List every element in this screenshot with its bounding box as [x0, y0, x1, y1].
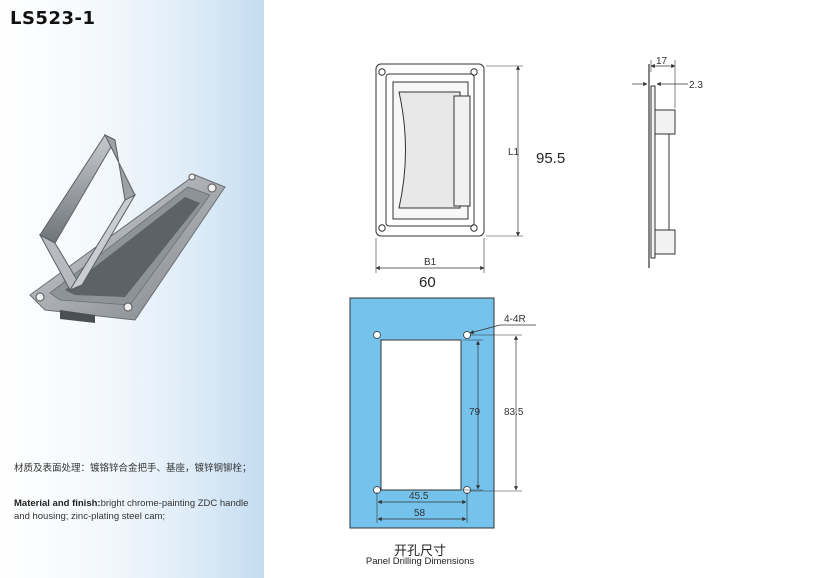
panel-caption-cn: 开孔尺寸 — [393, 543, 446, 558]
front-handle-bar — [453, 95, 471, 207]
front-hole-tl — [378, 68, 386, 76]
front-outer-frame — [375, 63, 485, 237]
front-handle-shape — [398, 91, 461, 209]
hole-note: 4-4R — [504, 314, 526, 325]
material-description-en: Material and finish:bright chrome-painti… — [14, 497, 259, 523]
cutout-opening — [380, 339, 462, 491]
dim-value-outer-width: 58 — [414, 508, 426, 519]
dim-label-l1: L1 — [508, 147, 520, 158]
cutout-hole-tl — [373, 331, 381, 339]
material-description-cn: 材质及表面处理：镀铬锌合金把手、基座，镀锌钢铆栓； — [14, 463, 252, 474]
panel-cutout: 4-4R 79 83.5 45.5 58 — [349, 297, 536, 529]
dim-value-outer-height: 83.5 — [504, 407, 524, 418]
dim-value-inner-height: 79 — [469, 407, 481, 418]
dim-value-l1: 95.5 — [536, 150, 565, 167]
front-inner-frame — [385, 73, 475, 227]
dim-value-depth: 17 — [656, 56, 668, 67]
material-text: bright chrome-painting ZDC handle and ho… — [14, 498, 249, 522]
panel-caption-en: Panel Drilling Dimensions — [365, 556, 475, 567]
front-hole-br — [470, 224, 478, 232]
left-info-panel: LS523-1 材质及表面处理：镀铬锌合金把手、基座， — [0, 0, 264, 578]
side-body — [654, 133, 670, 231]
handle-product-image — [29, 133, 226, 323]
front-view — [375, 63, 523, 273]
side-handle-bottom — [654, 229, 676, 255]
front-hole-tr — [470, 68, 478, 76]
side-view — [632, 60, 688, 268]
dim-value-inner-width: 45.5 — [409, 491, 429, 502]
front-hole-bl — [378, 224, 386, 232]
dim-label-b1: B1 — [424, 257, 437, 268]
dim-value-b1: 60 — [419, 274, 436, 291]
hole-leader — [469, 324, 501, 335]
material-label: Material and finish: — [14, 498, 101, 509]
side-flange — [650, 85, 656, 259]
product-code: LS523-1 — [10, 8, 96, 29]
dim-value-thickness: 2.3 — [689, 80, 703, 91]
cutout-hole-tr — [463, 331, 471, 339]
side-handle-top — [654, 109, 676, 135]
